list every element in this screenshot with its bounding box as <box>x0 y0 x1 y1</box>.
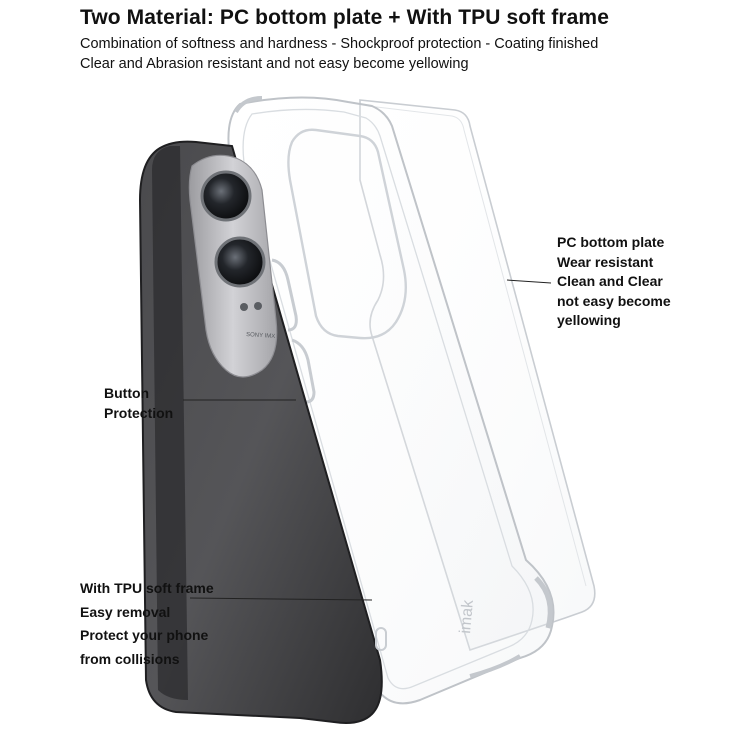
brand-mark: imak <box>457 598 477 634</box>
callout-button-protection: Button Protection <box>104 384 173 423</box>
phone-body: SONY IMX <box>138 140 383 724</box>
callout-button-line-1: Button <box>104 385 150 401</box>
leader-line-pc <box>506 279 552 284</box>
callout-tpu-line-2: Easy removal <box>80 603 171 620</box>
headline: Two Material: PC bottom plate + With TPU… <box>80 6 609 29</box>
callout-tpu-line-3: Protect your phone <box>80 627 209 643</box>
callout-tpu-line-4: from collisions <box>80 650 180 667</box>
callout-pc-line-2: Wear resistant <box>557 253 654 270</box>
callout-pc-line-1: PC bottom plate <box>557 234 665 250</box>
callout-pc-line-4: not easy become <box>557 292 671 309</box>
subheading-line-2: Clear and Abrasion resistant and not eas… <box>80 56 469 72</box>
port-cutout <box>375 627 387 651</box>
camera-island: SONY IMX <box>188 154 278 378</box>
camera-lens-top <box>200 170 252 222</box>
camera-label: SONY IMX <box>246 332 276 340</box>
subheading-line-1: Combination of softness and hardness - S… <box>80 36 599 52</box>
callout-tpu-line-1: With TPU soft frame <box>80 580 214 596</box>
sensor-dot <box>254 302 262 310</box>
callout-button-line-2: Protection <box>104 404 174 421</box>
camera-lens-bottom <box>214 236 266 288</box>
leader-line-tpu <box>189 597 373 601</box>
callout-pc-line-3: Clean and Clear <box>557 273 663 289</box>
flash-dot <box>240 303 248 311</box>
callout-pc-line-5: yellowing <box>557 312 621 328</box>
callout-tpu-frame: With TPU soft frame Easy removal Protect… <box>80 577 214 671</box>
callout-pc-plate: PC bottom plate Wear resistant Clean and… <box>557 233 671 331</box>
